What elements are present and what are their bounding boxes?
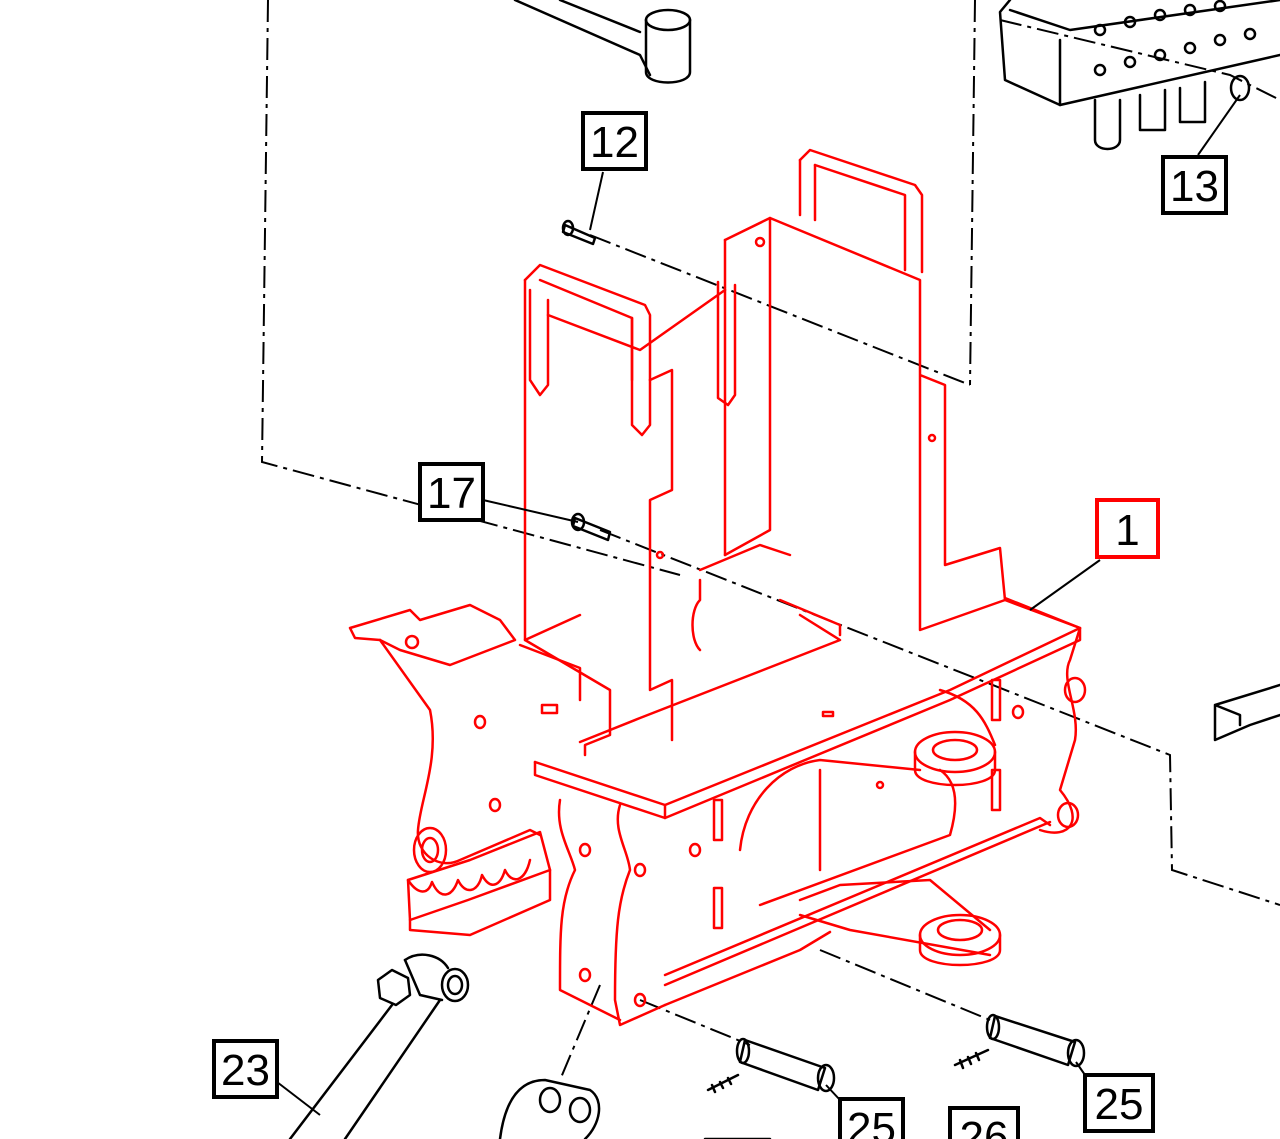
callout-12: 12 [581, 111, 648, 171]
callout-23-label: 23 [221, 1046, 270, 1095]
callout-12-label: 12 [590, 118, 639, 167]
main-frame-part [348, 148, 1087, 1027]
callout-13-label: 13 [1170, 162, 1219, 211]
callout-26-label: 26 [960, 1113, 1009, 1139]
right-bracket [1213, 683, 1280, 742]
callout-23: 23 [212, 1039, 279, 1099]
callout-13: 13 [1161, 155, 1228, 215]
callout-1: 1 [1095, 498, 1160, 559]
top-pin-part [513, 0, 692, 84]
cotter-pin-right [953, 1048, 990, 1070]
bolt-17 [570, 512, 612, 542]
bolt-12 [561, 219, 597, 246]
callout-25-left-label: 25 [847, 1104, 896, 1139]
cylinder-part [288, 953, 601, 1139]
callout-25-left: 25 [838, 1097, 905, 1139]
pin-25-right [985, 1013, 1086, 1068]
pin-25-left [735, 1037, 836, 1093]
callout-1-label: 1 [1115, 506, 1139, 555]
valve-block [998, 0, 1280, 151]
callout-17: 17 [418, 462, 485, 522]
assembly-phantom-lines [260, 0, 1280, 1081]
callout-25-right-label: 25 [1095, 1080, 1144, 1129]
cotter-pin-left [706, 1073, 740, 1094]
callout-25-right: 25 [1083, 1073, 1155, 1133]
callout-17-label: 17 [427, 469, 476, 518]
leader-lines [276, 94, 1241, 1116]
callout-26: 26 [948, 1106, 1020, 1139]
